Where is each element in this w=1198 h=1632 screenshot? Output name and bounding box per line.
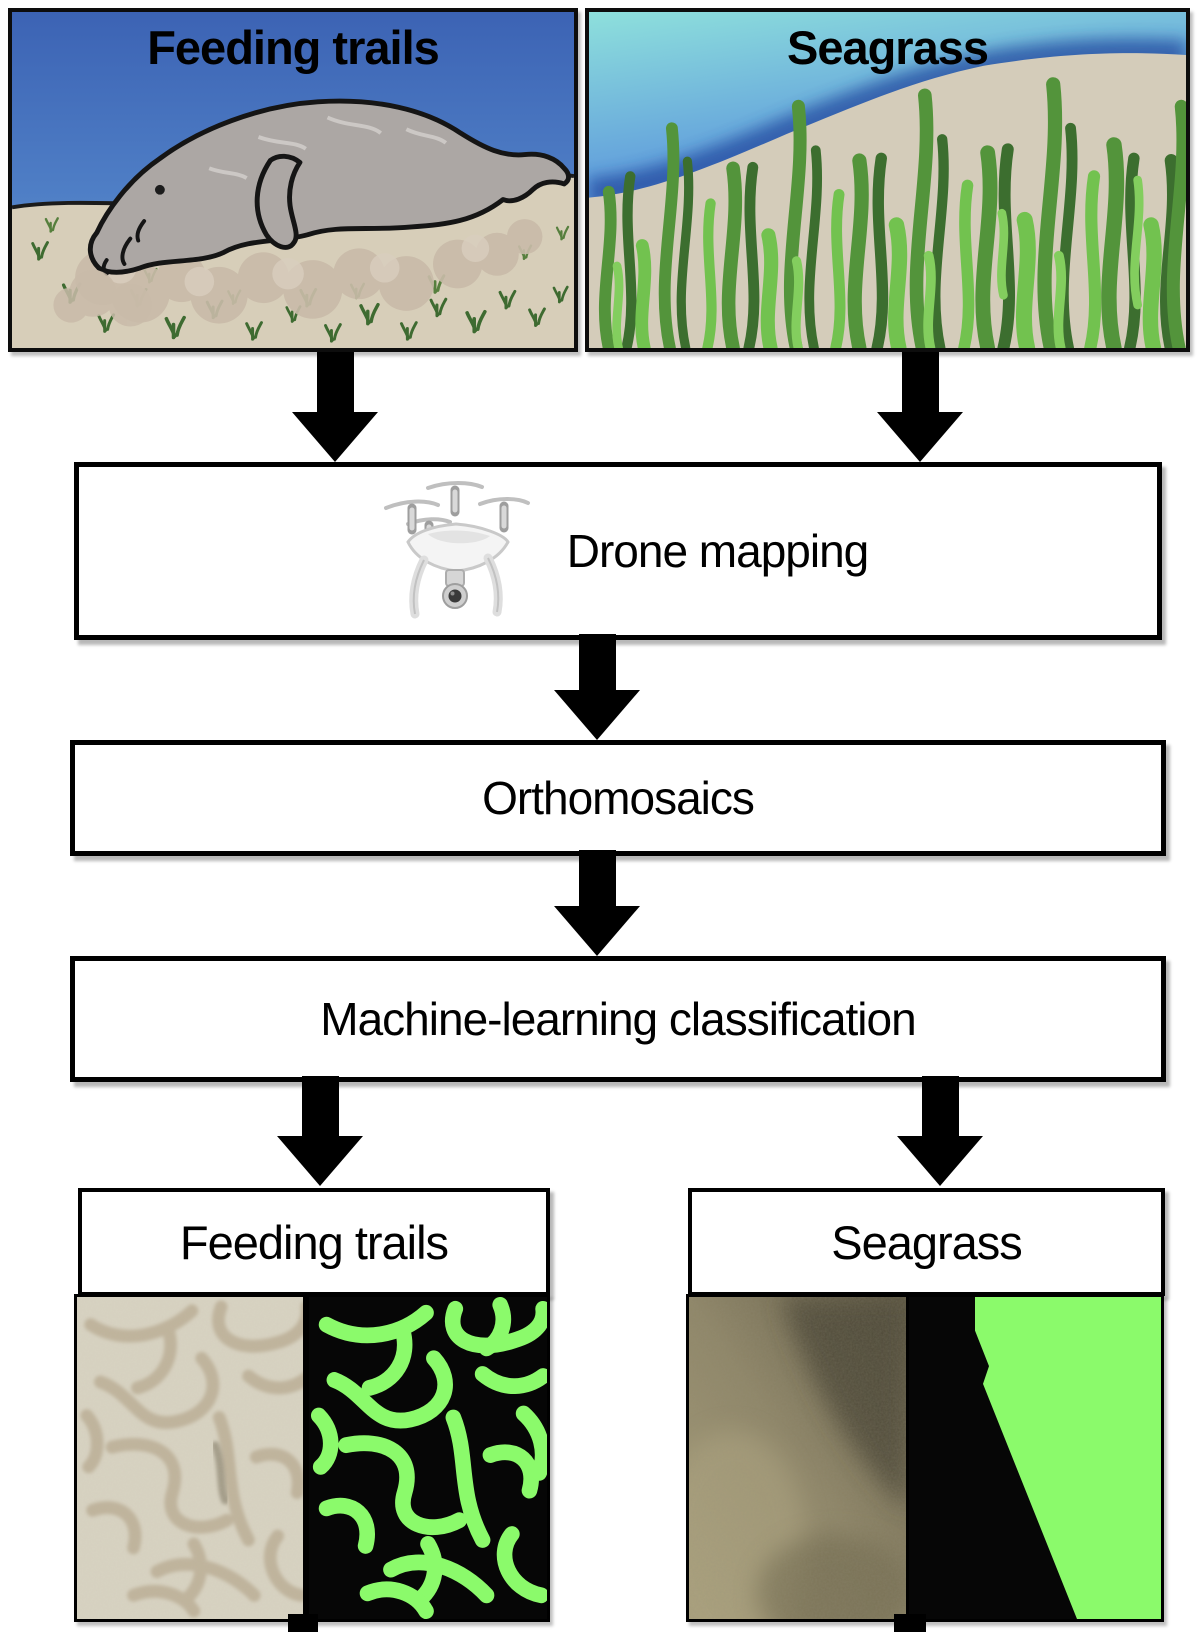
arrow-ml-to-seagrass bbox=[897, 1076, 983, 1186]
stage-label-drone-mapping: Drone mapping bbox=[566, 525, 870, 577]
feeding-trails-orthomosaic-image bbox=[74, 1294, 306, 1622]
arrow-head bbox=[292, 412, 378, 462]
stage-label-orthomosaics: Orthomosaics bbox=[482, 772, 755, 824]
bottom-arrow-stub-seagrass bbox=[894, 1614, 926, 1632]
feeding-trails-classification-image bbox=[306, 1294, 550, 1622]
dugong-body bbox=[87, 98, 572, 275]
output-box-seagrass: Seagrass bbox=[688, 1188, 1165, 1296]
arrow-ml-to-feeding-trails bbox=[277, 1076, 363, 1186]
stage-label-ml-classification: Machine-learning classification bbox=[320, 993, 916, 1045]
output-box-feeding-trails: Feeding trails bbox=[78, 1188, 550, 1296]
seagrass-classification-art bbox=[909, 1297, 1161, 1619]
arrow-shaft bbox=[578, 634, 616, 690]
panel-feeding-trails-illustration: Feeding trails bbox=[8, 8, 578, 352]
panel-seagrass-illustration: Seagrass bbox=[585, 8, 1190, 352]
dugong-flipper bbox=[254, 153, 303, 250]
seagrass-orthomosaic-art bbox=[689, 1297, 909, 1619]
feeding-trails-orthomosaic-art bbox=[77, 1297, 303, 1619]
seagrass-illustration bbox=[589, 12, 1186, 348]
arrow-drone-to-orthomosaics bbox=[554, 634, 640, 740]
seagrass-classification-image bbox=[906, 1294, 1164, 1622]
arrow-head bbox=[554, 906, 640, 956]
stage-box-orthomosaics: Orthomosaics bbox=[70, 740, 1166, 856]
output-label-seagrass: Seagrass bbox=[831, 1215, 1023, 1269]
arrow-shaft bbox=[578, 850, 616, 906]
arrow-shaft bbox=[301, 1076, 339, 1136]
arrow-shaft bbox=[316, 352, 354, 412]
arrow-shaft bbox=[901, 352, 939, 412]
arrow-feeding-trails-to-drone bbox=[292, 352, 378, 462]
dugong-illustration bbox=[12, 12, 574, 348]
arrow-seagrass-to-drone bbox=[877, 352, 963, 462]
panel-title-feeding-trails: Feeding trails bbox=[147, 21, 440, 74]
arrow-head bbox=[554, 690, 640, 740]
feeding-trails-classification-art bbox=[309, 1297, 547, 1619]
quadcopter-drone-icon bbox=[383, 481, 530, 619]
stage-box-ml-classification: Machine-learning classification bbox=[70, 956, 1166, 1082]
dugong-eye bbox=[154, 184, 165, 195]
arrow-head bbox=[277, 1136, 363, 1186]
arrow-head bbox=[897, 1136, 983, 1186]
arrow-head bbox=[877, 412, 963, 462]
output-label-feeding-trails: Feeding trails bbox=[179, 1215, 449, 1269]
bottom-arrow-stub-feeding-trails bbox=[288, 1614, 318, 1632]
seagrass-orthomosaic-image bbox=[686, 1294, 912, 1622]
arrow-shaft bbox=[921, 1076, 959, 1136]
arrow-orthomosaics-to-ml bbox=[554, 850, 640, 956]
panel-title-seagrass: Seagrass bbox=[786, 21, 989, 74]
stage-box-drone-mapping: Drone mapping bbox=[74, 462, 1162, 640]
